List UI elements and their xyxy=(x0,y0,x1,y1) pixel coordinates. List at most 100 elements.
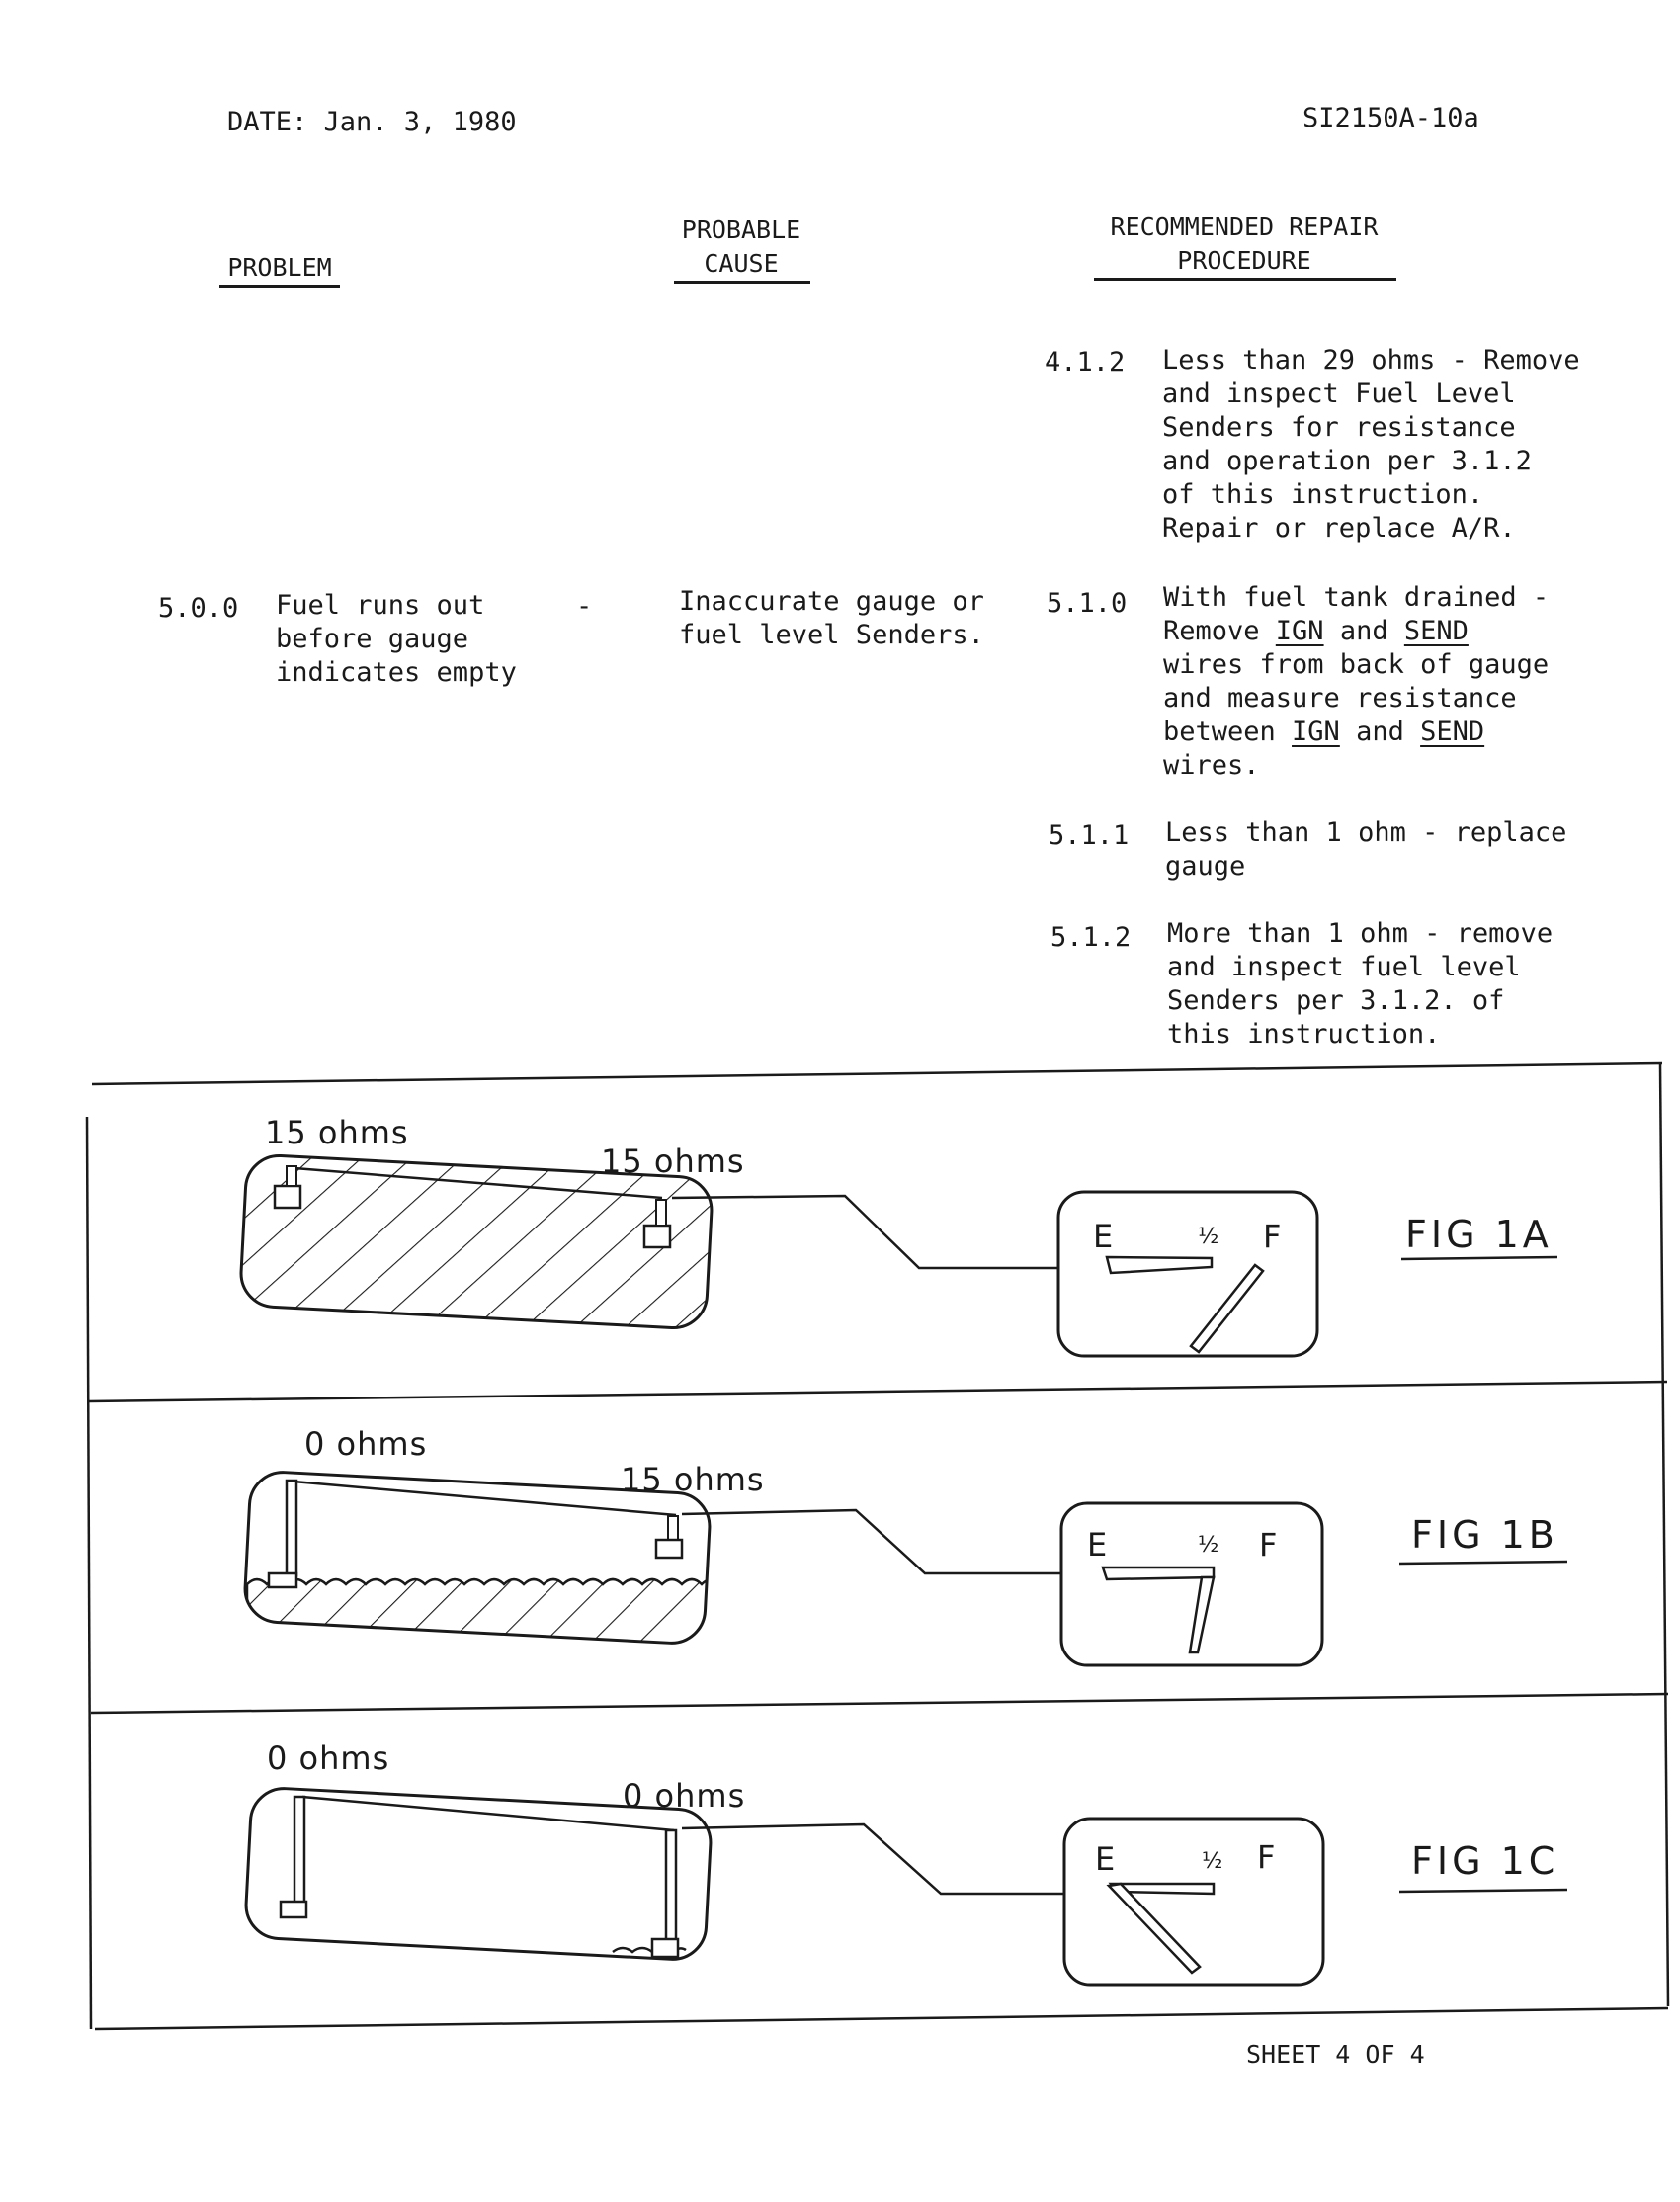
step-line: between IGN and SEND xyxy=(1163,716,1549,749)
ign-term: IGN xyxy=(1275,616,1324,646)
gauge-needle-1a xyxy=(1189,1263,1265,1354)
step-line: Less than 29 ohms - Remove xyxy=(1162,345,1580,376)
step-line: and operation per 3.1.2 xyxy=(1162,446,1532,476)
ohms-label-right-1a: 15 ohms xyxy=(601,1143,745,1180)
text-run: Remove xyxy=(1163,616,1276,646)
column-header-problem: PROBLEM xyxy=(219,251,340,288)
gauge-e-label-1c: E xyxy=(1095,1840,1115,1878)
step-line: Less than 1 ohm - replace xyxy=(1165,817,1567,848)
fuel-gauge-1a xyxy=(1056,1190,1319,1358)
figure-1b xyxy=(243,1471,1324,1667)
ohms-label-right-1b: 15 ohms xyxy=(621,1461,765,1498)
gauge-half-label-1a: ½ xyxy=(1198,1225,1218,1249)
figure-1c xyxy=(244,1787,1325,1987)
ohms-label-left-1b: 0 ohms xyxy=(304,1425,427,1463)
figure-label-1a: FIG 1A xyxy=(1405,1213,1553,1256)
gauge-f-label-1b: F xyxy=(1259,1526,1277,1564)
gauge-half-label-1c: ½ xyxy=(1202,1849,1222,1874)
fuel-tank-1a xyxy=(239,1153,714,1330)
problem-line: indicates empty xyxy=(276,657,517,688)
step-5-1-0-text: With fuel tank drained - Remove IGN and … xyxy=(1163,581,1549,783)
gauge-f-label-1a: F xyxy=(1263,1218,1281,1255)
gauge-half-label-1b: ½ xyxy=(1198,1533,1218,1558)
gauge-needle-1b xyxy=(1188,1575,1216,1654)
send-term: SEND xyxy=(1420,717,1485,747)
gauge-needle-1c xyxy=(1106,1882,1202,1975)
step-line: and inspect fuel level xyxy=(1167,952,1521,982)
gauge-f-label-1c: F xyxy=(1257,1838,1275,1876)
document-number: SI2150A-10a xyxy=(1302,103,1479,133)
probable-cause-text: Inaccurate gauge or fuel level Senders. xyxy=(679,585,984,652)
cause-header-line1: PROBABLE xyxy=(681,215,801,244)
cause-header-line2: CAUSE xyxy=(704,249,779,278)
step-line: With fuel tank drained - xyxy=(1163,582,1550,613)
step-5-1-1-number: 5.1.1 xyxy=(1049,820,1130,851)
step-4-1-2-number: 4.1.2 xyxy=(1045,347,1126,378)
fuel-level-1b xyxy=(245,1556,712,1646)
step-5-1-2-number: 5.1.2 xyxy=(1050,922,1132,953)
gauge-e-label-1b: E xyxy=(1087,1526,1107,1564)
step-line: and measure resistance xyxy=(1163,683,1517,714)
repair-header-line2: PROCEDURE xyxy=(1177,246,1311,275)
fuel-gauge-1b xyxy=(1059,1501,1324,1667)
fuel-gauge-1c xyxy=(1062,1817,1325,1987)
sender-left-1a xyxy=(273,1184,302,1210)
figure-label-1b: FIG 1B xyxy=(1411,1513,1558,1557)
date-line: DATE: Jan. 3, 1980 xyxy=(227,107,517,137)
repair-header-rule xyxy=(1094,278,1396,281)
step-line: gauge xyxy=(1165,851,1246,882)
ign-term: IGN xyxy=(1292,717,1340,747)
figure-1a xyxy=(239,1153,1319,1358)
figure-label-1c: FIG 1C xyxy=(1411,1839,1558,1883)
sheet-number: SHEET 4 OF 4 xyxy=(1246,2040,1425,2069)
ohms-label-right-1c: 0 ohms xyxy=(623,1777,745,1815)
gauge-e-bar-1a xyxy=(1105,1255,1214,1275)
cause-line: fuel level Senders. xyxy=(679,620,984,650)
cause-header-rule xyxy=(674,281,810,284)
repair-header-line1: RECOMMENDED REPAIR xyxy=(1110,212,1379,241)
step-line: Senders per 3.1.2. of xyxy=(1167,985,1505,1016)
fuel-tank-1b xyxy=(243,1471,712,1645)
step-line: and inspect Fuel Level xyxy=(1162,379,1516,409)
gauge-wire-1c xyxy=(681,1822,1064,1896)
sender-right-1a xyxy=(642,1224,672,1249)
step-5-1-2-text: More than 1 ohm - remove and inspect fue… xyxy=(1167,917,1553,1052)
step-5-1-1-text: Less than 1 ohm - replace gauge xyxy=(1165,816,1566,884)
step-line: this instruction. xyxy=(1167,1019,1441,1050)
gauge-wire-1b xyxy=(681,1508,1061,1575)
step-line: Remove IGN and SEND xyxy=(1163,615,1549,648)
gauge-e-label-1a: E xyxy=(1093,1218,1113,1255)
problem-5-0-0-text: Fuel runs out before gauge indicates emp… xyxy=(276,589,517,690)
figure-frame xyxy=(85,1061,1670,2031)
send-term: SEND xyxy=(1403,616,1469,646)
step-4-1-2-text: Less than 29 ohms - Remove and inspect F… xyxy=(1162,344,1580,546)
text-run: and xyxy=(1323,616,1404,646)
problem-header-text: PROBLEM xyxy=(227,253,332,282)
ohms-label-left-1c: 0 ohms xyxy=(267,1739,389,1777)
sender-left-1c xyxy=(279,1900,308,1919)
gauge-e-bar-1b xyxy=(1101,1566,1216,1581)
sender-right-1c xyxy=(650,1937,680,1959)
step-line: of this instruction. xyxy=(1162,479,1484,510)
problem-line: before gauge xyxy=(276,624,469,654)
text-run: and xyxy=(1339,717,1421,747)
fuel-tank-1c xyxy=(244,1787,713,1961)
step-line: More than 1 ohm - remove xyxy=(1167,918,1554,949)
step-5-1-0-number: 5.1.0 xyxy=(1047,588,1128,619)
column-header-repair: RECOMMENDED REPAIR PROCEDURE xyxy=(1092,211,1396,281)
sender-right-1b xyxy=(654,1538,684,1560)
sender-left-1b xyxy=(267,1571,298,1589)
step-line: wires. xyxy=(1163,750,1260,781)
gauge-wire-1a xyxy=(671,1194,1057,1270)
problem-5-0-0-number: 5.0.0 xyxy=(158,593,239,624)
problem-header-rule xyxy=(219,285,340,288)
problem-line: Fuel runs out xyxy=(276,590,485,621)
step-line: Senders for resistance xyxy=(1162,412,1516,443)
column-header-cause: PROBABLE CAUSE xyxy=(672,213,810,284)
problem-cause-dash: - xyxy=(576,591,593,622)
ohms-label-left-1a: 15 ohms xyxy=(265,1114,409,1151)
step-line: Repair or replace A/R. xyxy=(1162,513,1516,544)
text-run: between xyxy=(1163,717,1293,747)
cause-line: Inaccurate gauge or xyxy=(679,586,984,617)
